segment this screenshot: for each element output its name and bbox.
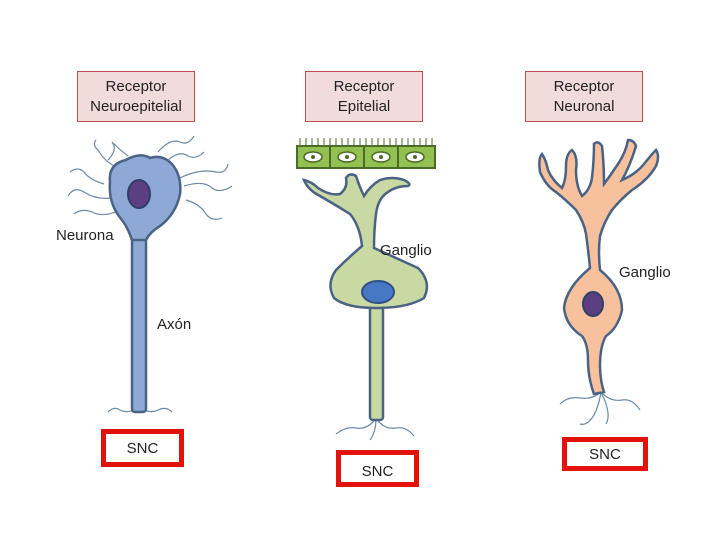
label-axon: Axón	[157, 316, 192, 333]
snc-label: SNC	[126, 440, 159, 457]
label-neurona: Neurona	[56, 227, 114, 244]
title-neuroepithelial-receptor: Receptor Neuroepitelial	[77, 71, 195, 122]
axon	[130, 234, 148, 414]
title-neuronal-receptor: Receptor Neuronal	[525, 71, 643, 122]
epithelium	[296, 138, 436, 169]
cilia	[299, 138, 433, 146]
snc-box-epithelial: SNC	[336, 450, 419, 487]
ganglion-neuron	[301, 173, 429, 422]
epithelial-layer	[296, 145, 436, 169]
ganglion-nucleus	[361, 280, 395, 304]
nerve-fibers	[67, 135, 641, 441]
ganglion-cell-body	[301, 173, 429, 310]
snc-box-neuronal: SNC	[562, 437, 648, 471]
ganglion-axon	[368, 304, 385, 422]
label-ganglio-epithelial: Ganglio	[380, 242, 432, 259]
neuronal-nucleus	[582, 291, 604, 317]
snc-box-neuroepithelial: SNC	[101, 429, 184, 467]
snc-label: SNC	[589, 446, 621, 463]
neuronal-receptor-neuron	[538, 138, 660, 396]
title-epithelial-receptor: Receptor Epitelial	[305, 71, 423, 122]
label-ganglio-neuronal: Ganglio	[619, 264, 671, 281]
neuronal-cell	[538, 138, 660, 396]
neuroepithelial-neuron	[108, 154, 182, 414]
snc-label: SNC	[361, 463, 394, 480]
cell-nucleus	[127, 179, 151, 209]
